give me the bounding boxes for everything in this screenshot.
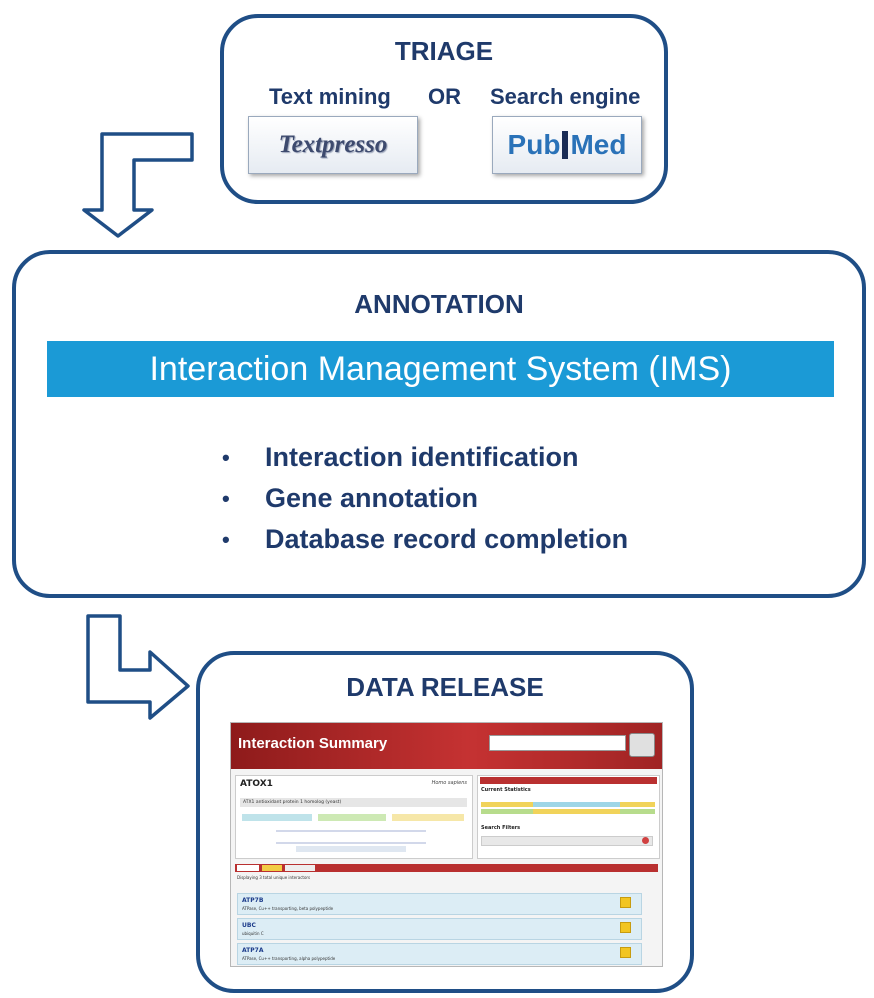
- screenshot-row-button: [620, 947, 631, 958]
- screenshot-displaying-text: Displaying 3 total unique interactors: [237, 875, 311, 880]
- screenshot-stats-panel: Current Statistics Search Filters: [477, 775, 660, 859]
- textpresso-logo-text: Textpresso: [278, 131, 388, 158]
- data-release-title: DATA RELEASE: [346, 672, 544, 702]
- screenshot-stats-bar-1: [481, 802, 655, 807]
- screenshot-gene-name: ATOX1: [240, 779, 273, 789]
- textpresso-logo[interactable]: Textpresso: [248, 116, 418, 174]
- screenshot-filters-title: Search Filters: [481, 825, 521, 831]
- screenshot-row: UBC ubiquitin C: [237, 918, 642, 940]
- screenshot-download-link: [296, 846, 406, 852]
- annotation-bullet-list: • Interaction identification • Gene annota…: [222, 437, 628, 560]
- screenshot-search-box: [489, 735, 626, 751]
- screenshot-title: Interaction Summary: [238, 735, 388, 752]
- screenshot-row-gene: ATP7A: [242, 947, 264, 954]
- screenshot-tag-component: [392, 814, 464, 821]
- screenshot-tab-1: [237, 865, 259, 871]
- bullet-text: Interaction identification: [265, 442, 579, 472]
- bullet-icon: •: [222, 486, 230, 511]
- annotation-box: [12, 250, 866, 598]
- pubmed-logo-text: Pub Med: [493, 129, 641, 161]
- screenshot-row-gene: ATP7B: [242, 897, 264, 904]
- screenshot-row: ATP7B ATPase, Cu++ transporting, beta po…: [237, 893, 642, 915]
- triage-title: TRIAGE: [394, 36, 494, 66]
- bullet-text: Gene annotation: [265, 483, 479, 513]
- annotation-title: ANNOTATION: [354, 289, 524, 319]
- screenshot-tab-bar: [235, 864, 658, 872]
- search-engine-label: Search engine: [490, 84, 641, 109]
- screenshot-row-desc: ATPase, Cu++ transporting, alpha polypep…: [242, 956, 336, 961]
- bullet-database-record-completion: • Database record completion: [222, 519, 628, 560]
- screenshot-row: ATP7A ATPase, Cu++ transporting, alpha p…: [237, 943, 642, 965]
- screenshot-filter-close-icon: [642, 837, 649, 844]
- text-mining-label: Text mining: [269, 84, 391, 109]
- ims-banner: Interaction Management System (IMS): [47, 341, 834, 397]
- screenshot-stats-bar-2: [481, 809, 655, 814]
- arrow-triage-to-annotation-icon: [82, 132, 194, 238]
- screenshot-go-button: [629, 733, 655, 757]
- bullet-icon: •: [222, 527, 230, 552]
- pubmed-logo-part-b: Med: [570, 129, 627, 160]
- interaction-summary-screenshot: Interaction Summary ATOX1 Homo sapiens A…: [230, 722, 663, 967]
- screenshot-row-gene: UBC: [242, 922, 256, 929]
- screenshot-stats-title: Current Statistics: [481, 787, 531, 793]
- screenshot-tag-process: [242, 814, 312, 821]
- screenshot-tab-2: [262, 865, 282, 871]
- screenshot-row-button: [620, 922, 631, 933]
- bullet-text: Database record completion: [265, 524, 629, 554]
- screenshot-stats-tab: [480, 777, 657, 784]
- bullet-gene-annotation: • Gene annotation: [222, 478, 628, 519]
- book-icon: [562, 131, 569, 159]
- screenshot-row-desc: ubiquitin C: [242, 931, 264, 936]
- screenshot-tab-3: [285, 865, 315, 871]
- screenshot-header: Interaction Summary: [231, 723, 662, 769]
- or-label: OR: [428, 84, 461, 109]
- triage-box: TRIAGE Text mining OR Search engine Text…: [220, 14, 668, 204]
- pubmed-logo-part-a: Pub: [507, 129, 561, 160]
- screenshot-filter-box: [481, 836, 653, 846]
- screenshot-species: Homo sapiens: [431, 780, 467, 786]
- screenshot-description: ATX1 antioxidant protein 1 homolog (yeas…: [240, 798, 467, 807]
- screenshot-tag-function: [318, 814, 386, 821]
- screenshot-row-button: [620, 897, 631, 908]
- pubmed-logo[interactable]: Pub Med: [492, 116, 642, 174]
- bullet-icon: •: [222, 445, 230, 470]
- screenshot-row-desc: ATPase, Cu++ transporting, beta polypept…: [242, 906, 334, 911]
- screenshot-gene-card: ATOX1 Homo sapiens ATX1 antioxidant prot…: [235, 775, 473, 859]
- arrow-annotation-to-release-icon: [86, 614, 190, 720]
- bullet-interaction-identification: • Interaction identification: [222, 437, 628, 478]
- screenshot-external-links: [276, 830, 426, 844]
